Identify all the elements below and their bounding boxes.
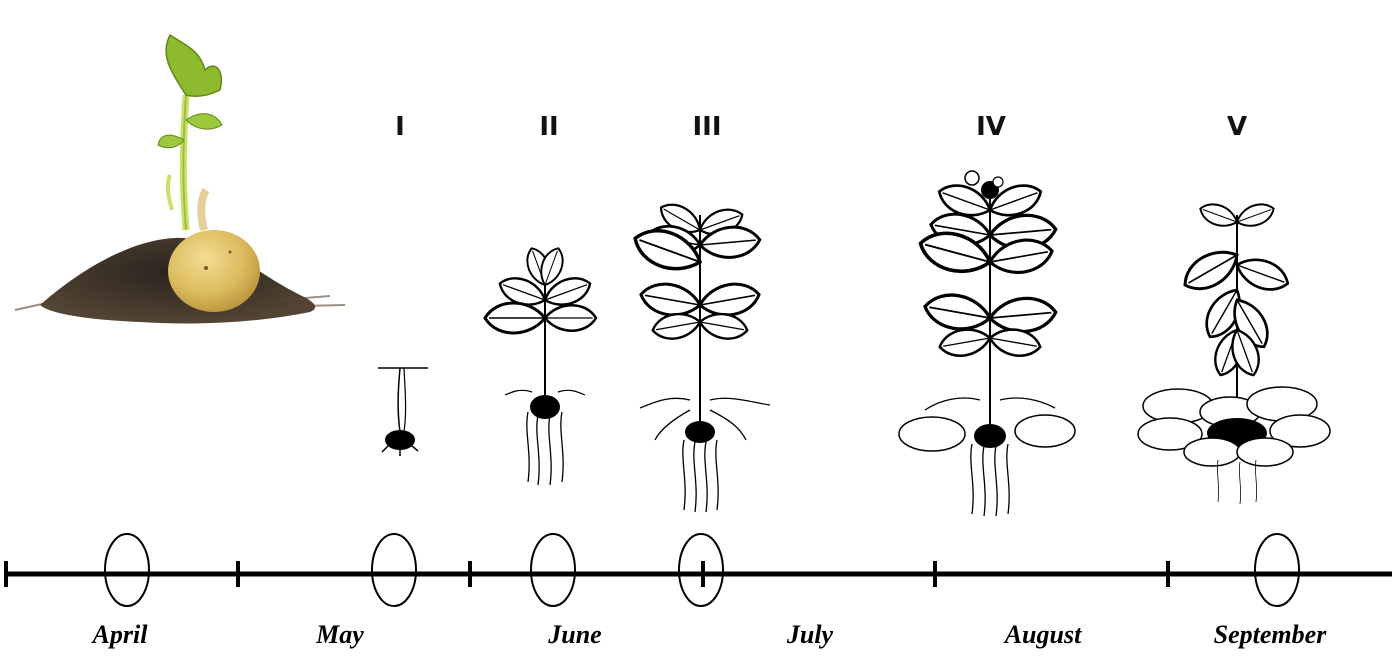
stage-label-3: III: [677, 112, 737, 142]
stage-label-1: I: [370, 112, 430, 142]
month-label-september: September: [1190, 620, 1350, 650]
stage-3-illustration: [629, 198, 770, 512]
month-label-june: June: [495, 620, 655, 650]
timeline-marker: [105, 534, 149, 606]
timeline: [6, 534, 1392, 606]
month-label-july: July: [730, 620, 890, 650]
month-label-may: May: [260, 620, 420, 650]
month-label-april: April: [40, 620, 200, 650]
stage-2-illustration: [485, 245, 596, 485]
stage-1-illustration: [378, 368, 428, 456]
sprouting-potato-photo: [15, 35, 345, 324]
stage-label-4: IV: [961, 112, 1021, 142]
timeline-marker: [1255, 534, 1299, 606]
month-label-august: August: [963, 620, 1123, 650]
stage-label-2: II: [519, 112, 579, 142]
stage-4-illustration: [899, 171, 1075, 516]
timeline-marker: [372, 534, 416, 606]
stage-label-5: V: [1207, 112, 1267, 142]
timeline-marker: [531, 534, 575, 606]
stage-5-illustration: [1138, 199, 1330, 504]
